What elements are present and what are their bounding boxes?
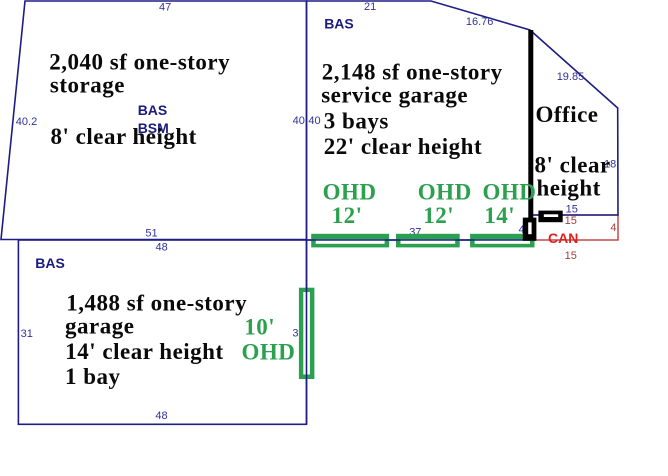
svg-text:1,488 sf one-story: 1,488 sf one-story bbox=[66, 291, 247, 316]
svg-text:height: height bbox=[537, 176, 601, 201]
svg-text:10': 10' bbox=[244, 315, 275, 340]
svg-text:15: 15 bbox=[565, 215, 577, 227]
svg-text:31: 31 bbox=[21, 328, 33, 340]
svg-text:service garage: service garage bbox=[321, 82, 468, 107]
svg-text:BSM: BSM bbox=[138, 120, 169, 136]
svg-text:19.85: 19.85 bbox=[557, 71, 585, 83]
svg-text:OHD: OHD bbox=[483, 180, 537, 205]
svg-text:14' clear height: 14' clear height bbox=[65, 339, 223, 364]
svg-text:48: 48 bbox=[155, 410, 167, 422]
svg-text:OHD: OHD bbox=[242, 340, 296, 365]
svg-text:OHD: OHD bbox=[323, 180, 377, 205]
svg-text:BAS: BAS bbox=[35, 255, 65, 271]
svg-text:16.76: 16.76 bbox=[466, 16, 494, 28]
svg-text:Office: Office bbox=[536, 102, 599, 127]
svg-text:40: 40 bbox=[308, 115, 320, 127]
svg-text:8' clear height: 8' clear height bbox=[51, 124, 197, 149]
svg-text:18: 18 bbox=[604, 159, 616, 171]
svg-text:51: 51 bbox=[145, 228, 157, 240]
svg-text:BAS: BAS bbox=[138, 102, 168, 118]
svg-text:40: 40 bbox=[293, 115, 305, 127]
svg-text:4: 4 bbox=[610, 222, 616, 234]
svg-text:4: 4 bbox=[519, 224, 525, 236]
svg-text:40.2: 40.2 bbox=[16, 116, 37, 128]
svg-text:47: 47 bbox=[159, 2, 171, 14]
svg-text:2,148 sf one-story: 2,148 sf one-story bbox=[322, 59, 503, 84]
svg-text:2,040 sf one-story: 2,040 sf one-story bbox=[49, 50, 230, 75]
svg-text:storage: storage bbox=[50, 73, 125, 98]
svg-text:21: 21 bbox=[364, 1, 376, 13]
svg-text:8' clear: 8' clear bbox=[535, 153, 611, 178]
svg-text:CAN: CAN bbox=[548, 230, 578, 246]
svg-text:14': 14' bbox=[484, 203, 515, 228]
svg-text:22' clear height: 22' clear height bbox=[324, 134, 482, 159]
svg-text:OHD: OHD bbox=[418, 180, 472, 205]
svg-text:12': 12' bbox=[332, 203, 363, 228]
svg-text:BAS: BAS bbox=[324, 16, 354, 32]
svg-text:garage: garage bbox=[65, 314, 134, 339]
svg-text:15: 15 bbox=[566, 203, 578, 215]
svg-text:15: 15 bbox=[565, 250, 577, 262]
svg-text:1 bay: 1 bay bbox=[65, 364, 121, 389]
svg-text:12': 12' bbox=[423, 203, 454, 228]
svg-text:3 bays: 3 bays bbox=[324, 109, 389, 134]
svg-text:3: 3 bbox=[292, 328, 298, 340]
svg-text:48: 48 bbox=[156, 242, 168, 254]
